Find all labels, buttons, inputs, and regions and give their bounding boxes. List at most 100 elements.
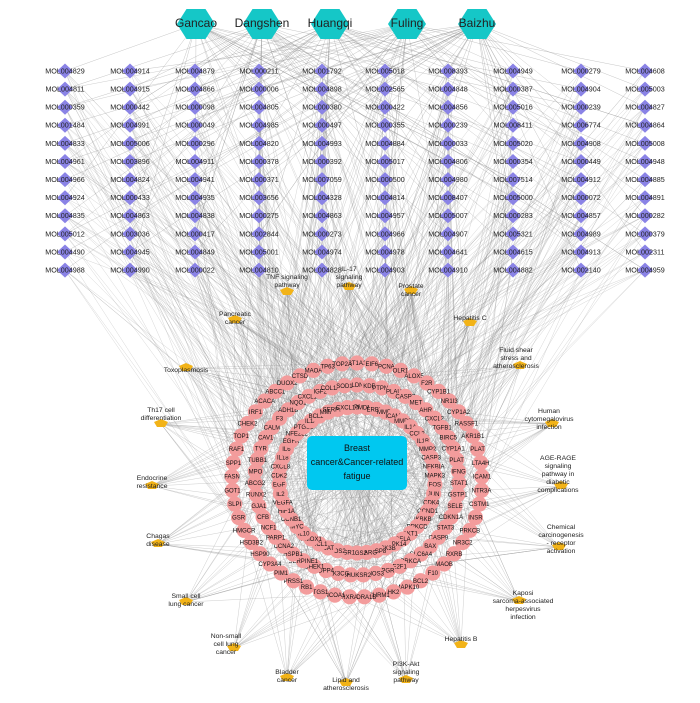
target-label: CTSD: [292, 374, 309, 380]
target-node: COL1A1: [321, 380, 344, 396]
target-node: IGF2: [312, 383, 328, 400]
target-circle: [330, 565, 346, 581]
network-edge: [194, 215, 377, 410]
network-edge: [64, 70, 245, 531]
herb-hexagon: [388, 9, 426, 39]
molecule-node: MOL007514: [493, 172, 533, 188]
network-edge: [160, 423, 245, 531]
network-edge: [331, 387, 462, 646]
molecule-node: MOL005321: [493, 226, 533, 242]
network-edge: [384, 23, 478, 72]
target-node: ACACA: [254, 393, 275, 409]
molecule-diamond: [187, 81, 203, 97]
molecule-node: MOL004866: [175, 81, 215, 97]
target-label: TP63: [320, 364, 335, 370]
molecule-node: MOL004857: [561, 208, 601, 224]
target-label: RAF1: [229, 447, 245, 453]
molecule-diamond: [440, 135, 456, 151]
molecule-node: MOL004833: [45, 135, 85, 151]
molecule-diamond: [122, 262, 138, 278]
target-circle: [458, 415, 475, 432]
target-circle: [301, 388, 317, 404]
molecule-label: MOL004980: [428, 175, 468, 184]
molecule-diamond: [314, 135, 330, 151]
target-label: CYP1B1: [427, 389, 451, 395]
target-circle: [392, 558, 408, 574]
target-circle: [247, 475, 263, 491]
target-node: CHUK: [342, 567, 359, 583]
molecule-diamond: [314, 81, 330, 97]
molecule-label: MOL004945: [110, 247, 150, 256]
network-edge: [356, 479, 364, 575]
network-edge: [261, 23, 514, 253]
network-edge: [476, 23, 582, 108]
target-label: MAPK10: [396, 585, 420, 591]
herb-hexagon: [243, 9, 281, 39]
network-edge: [329, 23, 386, 126]
molecule-label: MOL004608: [625, 66, 665, 75]
target-circle: [343, 567, 359, 583]
target-label: NCF1: [261, 526, 277, 532]
network-edge: [286, 580, 294, 679]
network-edge: [413, 89, 582, 376]
molecule-node: MOL004957: [365, 208, 405, 224]
network-edge: [476, 23, 646, 108]
molecule-label: MOL004810: [239, 266, 279, 275]
target-label: RXRA: [341, 595, 358, 601]
network-edge: [406, 23, 514, 126]
molecule-diamond: [187, 154, 203, 169]
target-label: INSR: [468, 516, 483, 522]
molecule-label: MOL000354: [493, 157, 533, 166]
network-edge: [261, 23, 582, 253]
network-edge: [194, 197, 320, 545]
network-edge: [195, 23, 260, 126]
target-node: NR1I3: [441, 393, 458, 409]
molecule-diamond: [187, 117, 203, 133]
target-label: MMP2: [419, 447, 437, 453]
network-edge: [64, 179, 282, 574]
target-circle: [386, 383, 402, 400]
molecule-diamond: [573, 63, 589, 79]
network-edge: [64, 269, 273, 428]
molecule-label: MOL004829: [45, 66, 85, 75]
target-node: PIK3CG: [327, 565, 350, 581]
network-edge: [447, 107, 458, 495]
network-edge: [387, 546, 560, 571]
molecule-label: MOL000379: [625, 229, 665, 238]
molecule-label: MOL000392: [302, 157, 342, 166]
molecule-label: MOL006774: [561, 121, 601, 130]
target-node: PGR: [380, 562, 396, 579]
target-circle: [371, 587, 387, 603]
target-label: MET: [410, 401, 423, 407]
molecule-diamond: [187, 63, 203, 79]
molecule-diamond: [57, 172, 73, 188]
target-label: IRF1: [249, 410, 263, 416]
target-node: CHEK2: [238, 415, 258, 432]
molecule-node: MOL004879: [175, 63, 215, 79]
target-node: ADRA1B: [352, 589, 376, 605]
network-edge: [234, 319, 314, 371]
target-node: E2F1: [392, 558, 408, 574]
pathway-marker: [151, 539, 165, 547]
molecule-label: MOL000211: [239, 66, 278, 75]
network-edge: [356, 479, 367, 553]
herb-label: Huangqi: [308, 16, 353, 30]
molecule-diamond: [505, 117, 521, 133]
network-edge: [426, 251, 646, 384]
target-node: HSP90: [250, 546, 270, 562]
network-edge: [233, 570, 389, 649]
target-label: KDR: [363, 384, 376, 390]
target-label: ADRA1B: [352, 595, 376, 601]
target-circle: [334, 356, 350, 372]
network-edge: [303, 479, 358, 561]
molecule-label: MOL001792: [302, 66, 342, 75]
target-label: HK2: [388, 590, 400, 596]
target-node: MPO: [247, 463, 264, 479]
molecule-node: MOL000378: [239, 154, 279, 169]
network-edge: [283, 479, 358, 547]
